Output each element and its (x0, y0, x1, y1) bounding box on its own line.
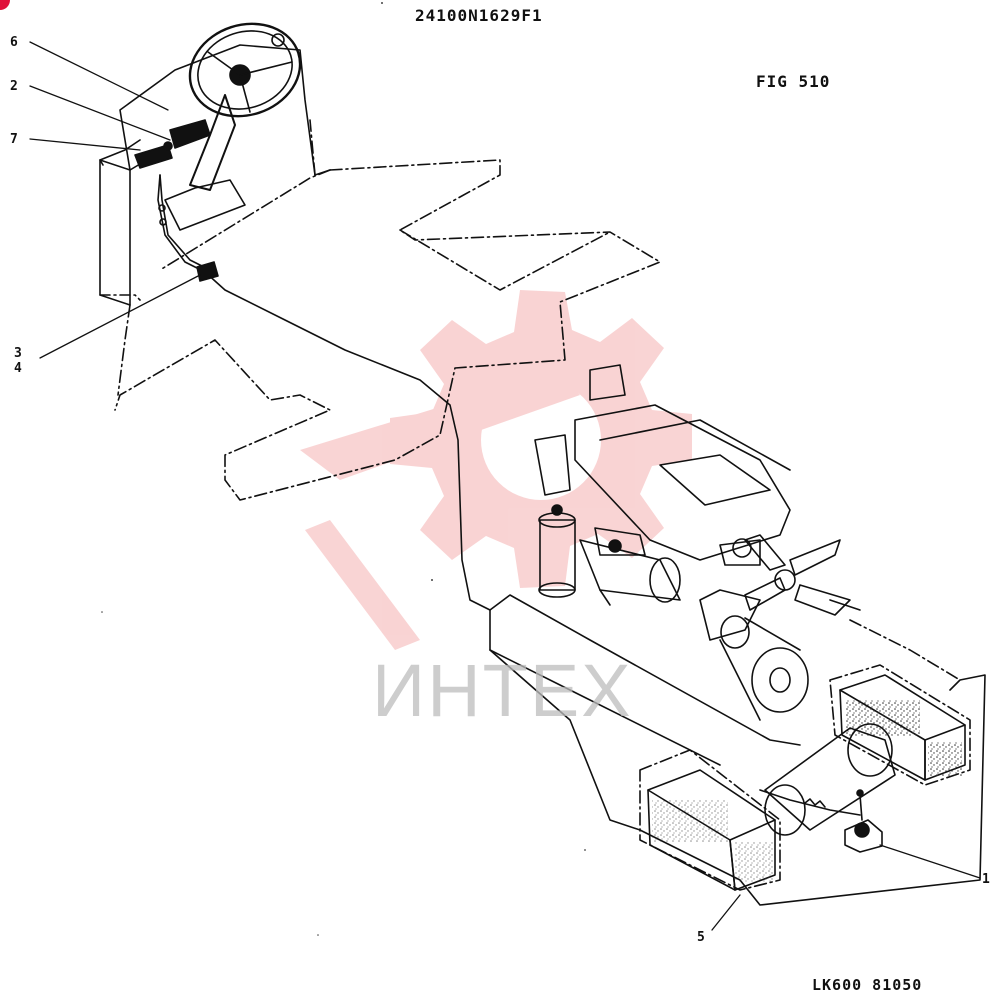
callout-6: 6 (10, 35, 18, 50)
engine (534, 364, 851, 721)
wiring-harness (157, 174, 861, 816)
starter-motor (538, 504, 681, 606)
key-switch (134, 141, 173, 169)
callout-2: 2 (10, 79, 18, 94)
scan-specks (101, 2, 586, 936)
steering-column (164, 94, 246, 231)
battery-left-texture (652, 800, 773, 882)
callout-5: 5 (697, 930, 705, 945)
drawing-code: LK600 81050 (812, 976, 923, 994)
watermark-text: ИНТЕХ (372, 649, 633, 732)
callout-1: 1 (982, 872, 990, 887)
callout-4: 4 (14, 361, 22, 376)
floor-deck (114, 119, 661, 501)
document-code: 24100N1629F1 (415, 6, 543, 25)
callout-leaders (29, 41, 981, 931)
callout-7: 7 (10, 132, 18, 147)
watermark-gear-logo (300, 290, 692, 650)
callout-3: 3 (14, 346, 22, 361)
figure-title: FIG 510 (756, 72, 831, 91)
cross-tube (764, 723, 896, 836)
corner-marker (0, 0, 10, 10)
steering-wheel (188, 22, 302, 118)
battery-right (829, 664, 971, 786)
battery-left (639, 749, 781, 891)
battery-isolator-switch (844, 789, 883, 853)
